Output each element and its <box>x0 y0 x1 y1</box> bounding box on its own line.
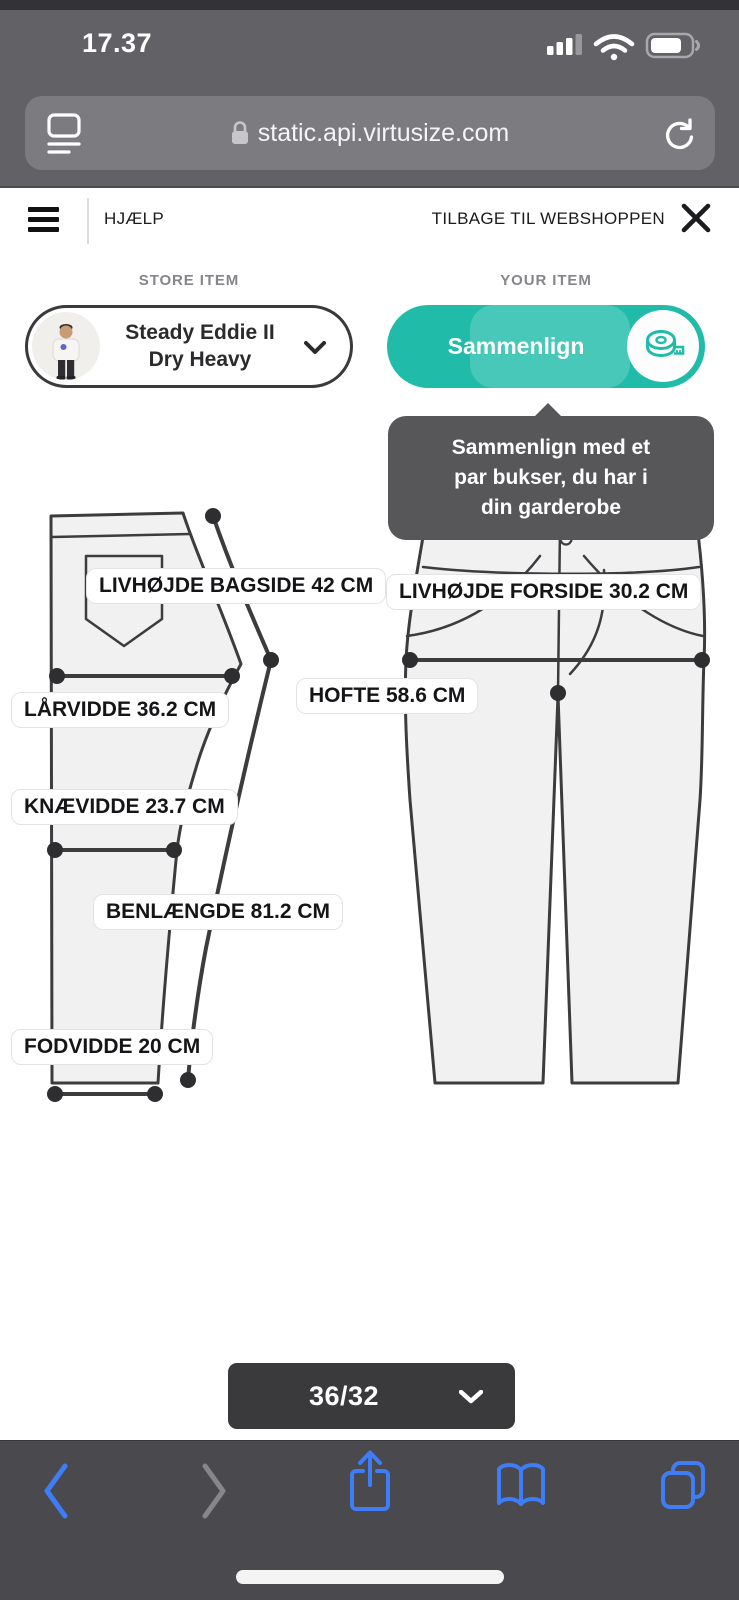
compare-button-label: Sammenlign <box>447 333 585 359</box>
url-text: static.api.virtusize.com <box>257 118 510 147</box>
menu-icon[interactable] <box>28 207 59 232</box>
back-to-shop-link[interactable]: TILBAGE TIL WEBSHOPPEN <box>431 209 665 228</box>
your-item-label: YOUR ITEM <box>500 272 592 289</box>
compare-highlight <box>470 305 630 388</box>
status-time: 17.37 <box>82 28 153 58</box>
measurement-knee: KNÆVIDDE 23.7 CM <box>11 789 238 825</box>
store-item-selector[interactable]: Steady Eddie II Dry Heavy <box>25 305 353 388</box>
measurement-hip: HOFTE 58.6 CM <box>296 678 479 714</box>
address-bar[interactable]: static.api.virtusize.com <box>25 96 715 170</box>
lock-icon <box>231 121 248 144</box>
compare-tooltip: Sammenlign med et par bukser, du har i d… <box>388 416 714 540</box>
measurement-leg-length: BENLÆNGDE 81.2 CM <box>93 894 344 930</box>
size-value: 36/32 <box>308 1380 380 1411</box>
measurement-back-rise: LIVHØJDE BAGSIDE 42 CM <box>86 568 387 604</box>
signal-icon <box>547 34 582 55</box>
bookmarks-icon[interactable] <box>494 1460 548 1510</box>
measurement-thigh: LÅRVIDDE 36.2 CM <box>11 692 230 728</box>
close-icon[interactable] <box>679 201 713 235</box>
store-item-label: STORE ITEM <box>138 272 240 289</box>
notch-strip <box>0 0 739 10</box>
compare-button[interactable]: Sammenlign <box>387 305 705 388</box>
measuring-tape-badge[interactable] <box>627 310 699 382</box>
measurement-dots <box>47 508 710 1102</box>
back-icon[interactable] <box>42 1462 70 1520</box>
measuring-tape-icon <box>646 330 685 358</box>
share-icon[interactable] <box>348 1447 392 1513</box>
reader-icon[interactable] <box>47 113 81 155</box>
tabs-icon[interactable] <box>658 1458 708 1512</box>
measurement-front-rise: LIVHØJDE FORSIDE 30.2 CM <box>386 574 702 610</box>
battery-icon <box>645 32 700 59</box>
chevron-down-icon <box>304 341 326 354</box>
measurement-hem: FODVIDDE 20 CM <box>11 1029 214 1065</box>
size-selector[interactable]: 36/32 <box>228 1363 515 1429</box>
store-item-title: Steady Eddie II Dry Heavy <box>125 320 275 371</box>
tooltip-arrow <box>534 403 562 417</box>
status-icons <box>547 32 700 61</box>
home-indicator[interactable] <box>235 1570 504 1584</box>
product-image <box>32 312 100 380</box>
reload-icon[interactable] <box>661 116 697 152</box>
chevron-down-icon <box>459 1390 483 1404</box>
forward-icon[interactable] <box>200 1462 228 1520</box>
header-divider <box>87 198 89 244</box>
help-link[interactable]: HJÆLP <box>104 209 165 228</box>
wifi-icon <box>593 34 635 61</box>
